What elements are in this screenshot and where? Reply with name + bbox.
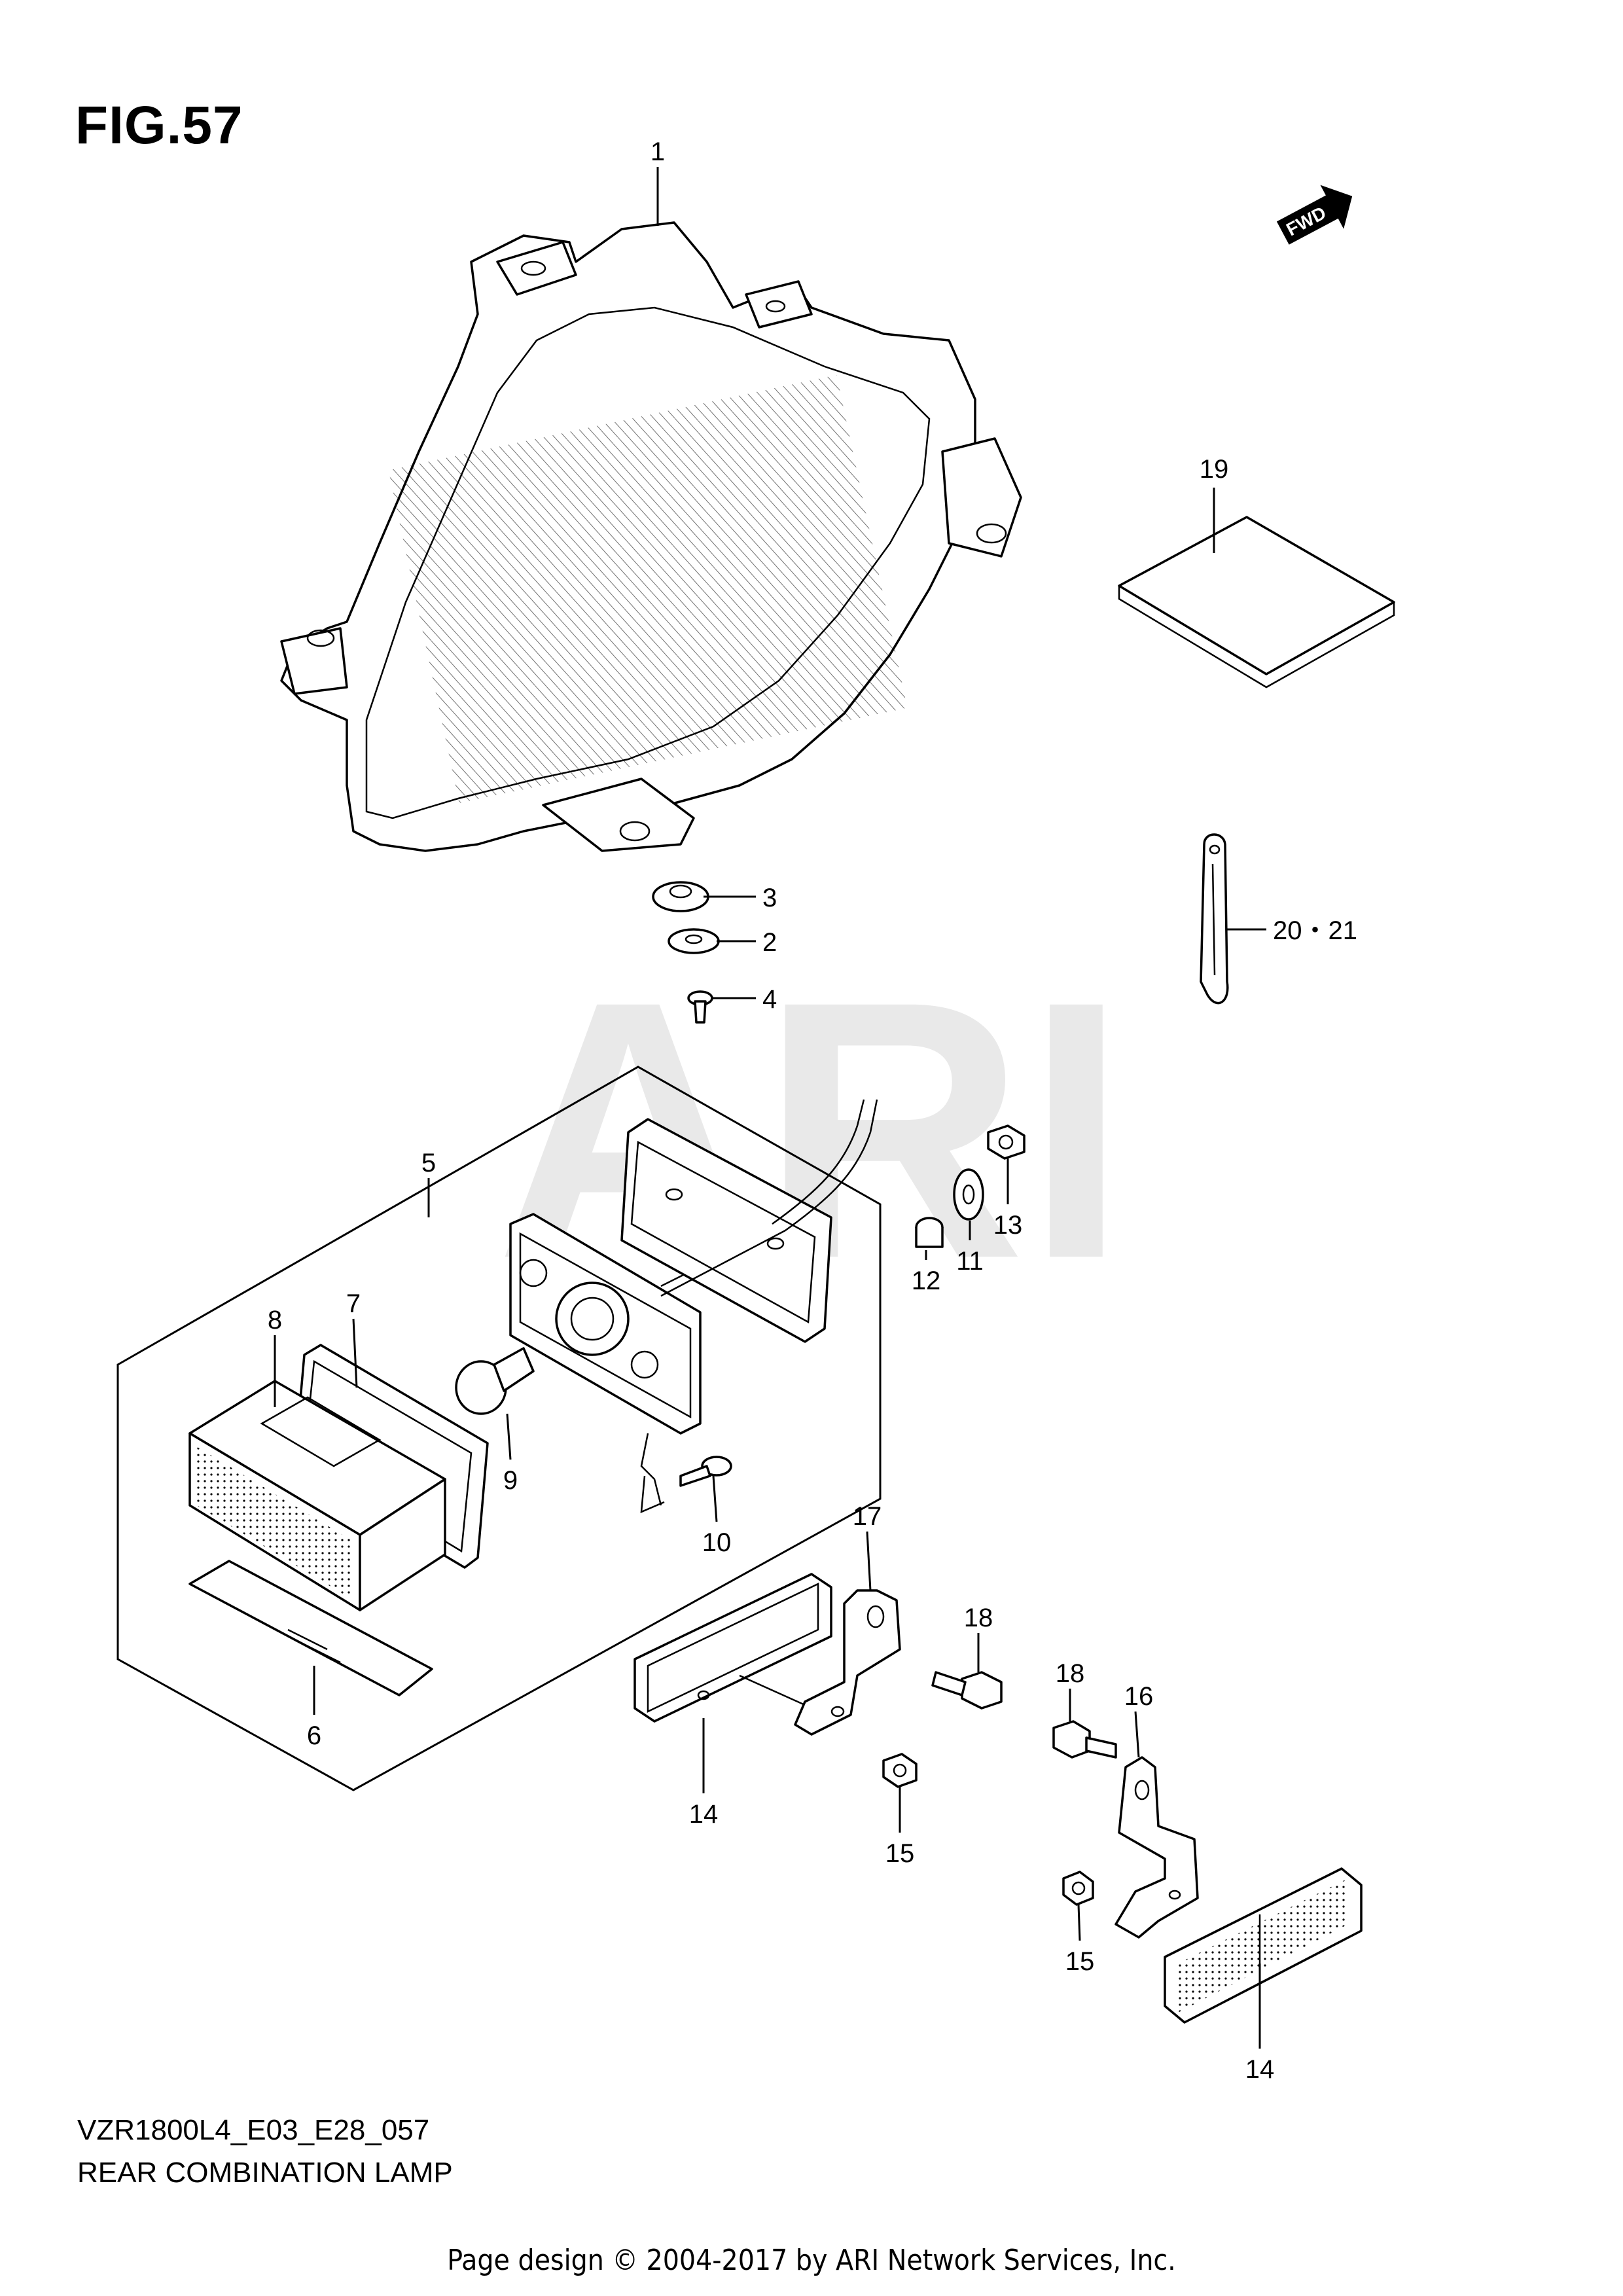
- callout-6: 6: [307, 1721, 321, 1750]
- callout-14-right: 14: [1245, 2055, 1275, 2084]
- washer: [953, 1168, 984, 1221]
- harness-band: [1200, 833, 1229, 1005]
- spacer: [915, 1217, 944, 1248]
- footer-copyright: Page design © 2004-2017 by ARI Network S…: [447, 2244, 1176, 2277]
- label-sheet: [1118, 516, 1395, 689]
- nut: [1062, 1871, 1094, 1906]
- callout-9: 9: [503, 1466, 518, 1495]
- nut: [987, 1124, 1026, 1160]
- callout-7: 7: [346, 1289, 361, 1318]
- reflector: [633, 1573, 832, 1723]
- callout-13: 13: [993, 1211, 1023, 1240]
- callout-5: 5: [421, 1149, 436, 1177]
- leader-lines: [274, 167, 1266, 2049]
- bolt: [1052, 1720, 1117, 1759]
- bulb: [455, 1347, 535, 1415]
- screw: [679, 1456, 732, 1487]
- callout-19: 19: [1200, 455, 1229, 484]
- callout-12: 12: [912, 1266, 941, 1295]
- callout-4: 4: [762, 985, 777, 1014]
- lamp-seal: [620, 1099, 878, 1343]
- callout-14-left: 14: [689, 1800, 719, 1829]
- callout-16: 16: [1124, 1682, 1154, 1711]
- callout-3: 3: [762, 884, 777, 912]
- tail-lamp-housing: [280, 221, 1022, 852]
- callout-18-right: 18: [1056, 1659, 1085, 1688]
- figure-title: FIG.57: [75, 96, 243, 155]
- fwd-arrow-icon: FWD: [1276, 185, 1353, 245]
- license-lamp-assembly-outline: [116, 1066, 882, 1791]
- callout-18-left: 18: [964, 1604, 993, 1632]
- lens-plate: [188, 1560, 433, 1696]
- nut: [882, 1753, 918, 1788]
- bracket: [1115, 1756, 1199, 1939]
- callout-1: 1: [651, 137, 665, 166]
- callout-17: 17: [853, 1502, 882, 1531]
- callout-8: 8: [268, 1306, 282, 1335]
- bolt: [931, 1671, 1003, 1710]
- bracket: [794, 1589, 901, 1736]
- callout-10: 10: [702, 1528, 732, 1557]
- figure-code: VZR1800L4_E03_E28_057: [77, 2114, 430, 2146]
- figure-description: REAR COMBINATION LAMP: [77, 2157, 453, 2189]
- reflector: [1164, 1867, 1363, 2024]
- callout-15-right: 15: [1065, 1947, 1095, 1976]
- callout-11: 11: [956, 1247, 984, 1276]
- callout-20-21: 20・21: [1273, 916, 1357, 945]
- grommet: [652, 881, 709, 912]
- screw: [687, 990, 713, 1024]
- washer: [668, 928, 720, 954]
- socket-housing: [509, 1213, 702, 1506]
- callout-2: 2: [762, 928, 777, 957]
- license-lamp-lens: [188, 1380, 446, 1611]
- callout-15-left: 15: [885, 1839, 915, 1868]
